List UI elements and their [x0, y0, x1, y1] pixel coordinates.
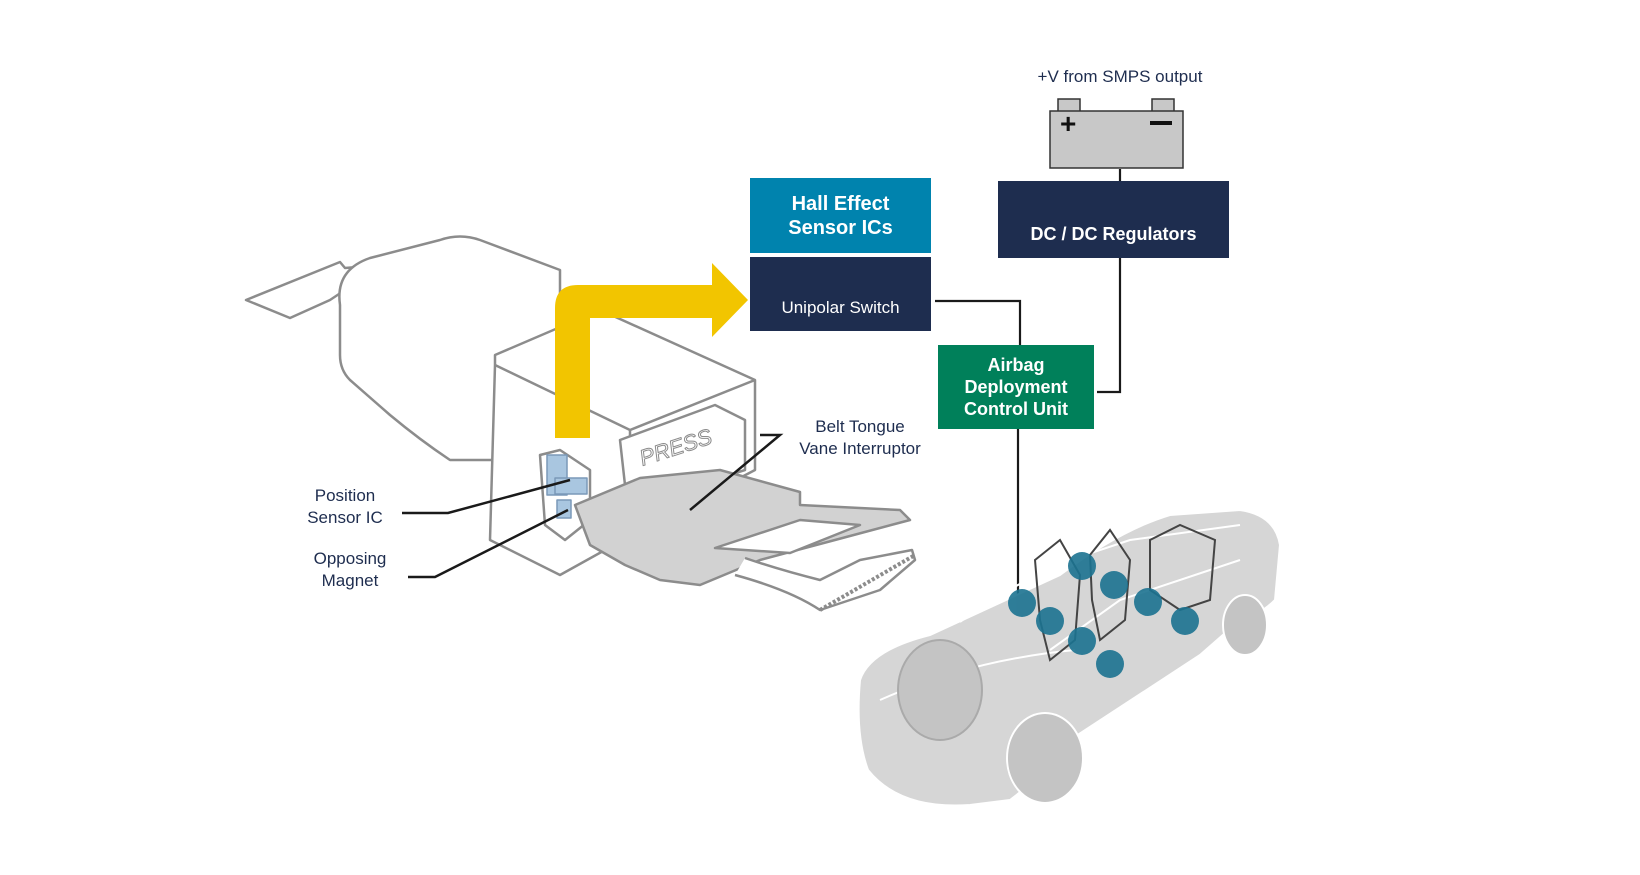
power-source-label: +V from SMPS output: [1037, 67, 1203, 86]
battery-icon: +: [1049, 98, 1184, 169]
hall-effect-title: Hall Effect Sensor ICs: [788, 192, 893, 239]
signal-arrow: [555, 263, 748, 438]
battery-plus: +: [1060, 108, 1076, 139]
wire-dcdc-to-airbag: [1097, 257, 1122, 394]
airbag-control-unit-block: Airbag Deployment Control Unit: [938, 345, 1094, 429]
airbag-sensor: [1171, 607, 1199, 635]
callout-lines: [402, 433, 784, 579]
airbag-unit-label: Airbag Deployment Control Unit: [964, 355, 1068, 419]
belt-webbing-front: [734, 548, 917, 612]
airbag-sensor: [1134, 588, 1162, 616]
unipolar-switch-label: Unipolar Switch: [781, 298, 900, 317]
car-wheel-rear: [1222, 594, 1268, 656]
callout-belt-tongue: Belt Tongue Vane Interruptor: [799, 417, 921, 458]
airbag-sensor: [1100, 571, 1128, 599]
wire-switch-to-airbag: [935, 299, 1022, 346]
dc-dc-label: DC / DC Regulators: [1030, 223, 1197, 244]
airbag-sensor: [1068, 552, 1096, 580]
unipolar-switch-block: Unipolar Switch: [750, 257, 931, 331]
car-wheel-front-left: [897, 639, 983, 741]
airbag-sensor: [1036, 607, 1064, 635]
hall-effect-header: Hall Effect Sensor ICs: [750, 178, 931, 253]
callout-opposing-magnet: Opposing Magnet: [313, 549, 387, 590]
airbag-sensor-markers: [1008, 552, 1199, 678]
car-illustration: [857, 508, 1282, 807]
dc-dc-regulators-block: DC / DC Regulators: [998, 181, 1229, 258]
airbag-sensor: [1096, 650, 1124, 678]
leader-position-sensor: [402, 478, 571, 515]
leader-belt-tongue: [689, 433, 784, 511]
battery-minus-mark: [1150, 121, 1172, 125]
leader-opposing-magnet: [408, 508, 569, 579]
callout-position-sensor: Position Sensor IC: [307, 486, 383, 527]
airbag-sensor: [1008, 589, 1036, 617]
car-wheel-front-right: [1006, 712, 1084, 804]
airbag-sensor: [1068, 627, 1096, 655]
